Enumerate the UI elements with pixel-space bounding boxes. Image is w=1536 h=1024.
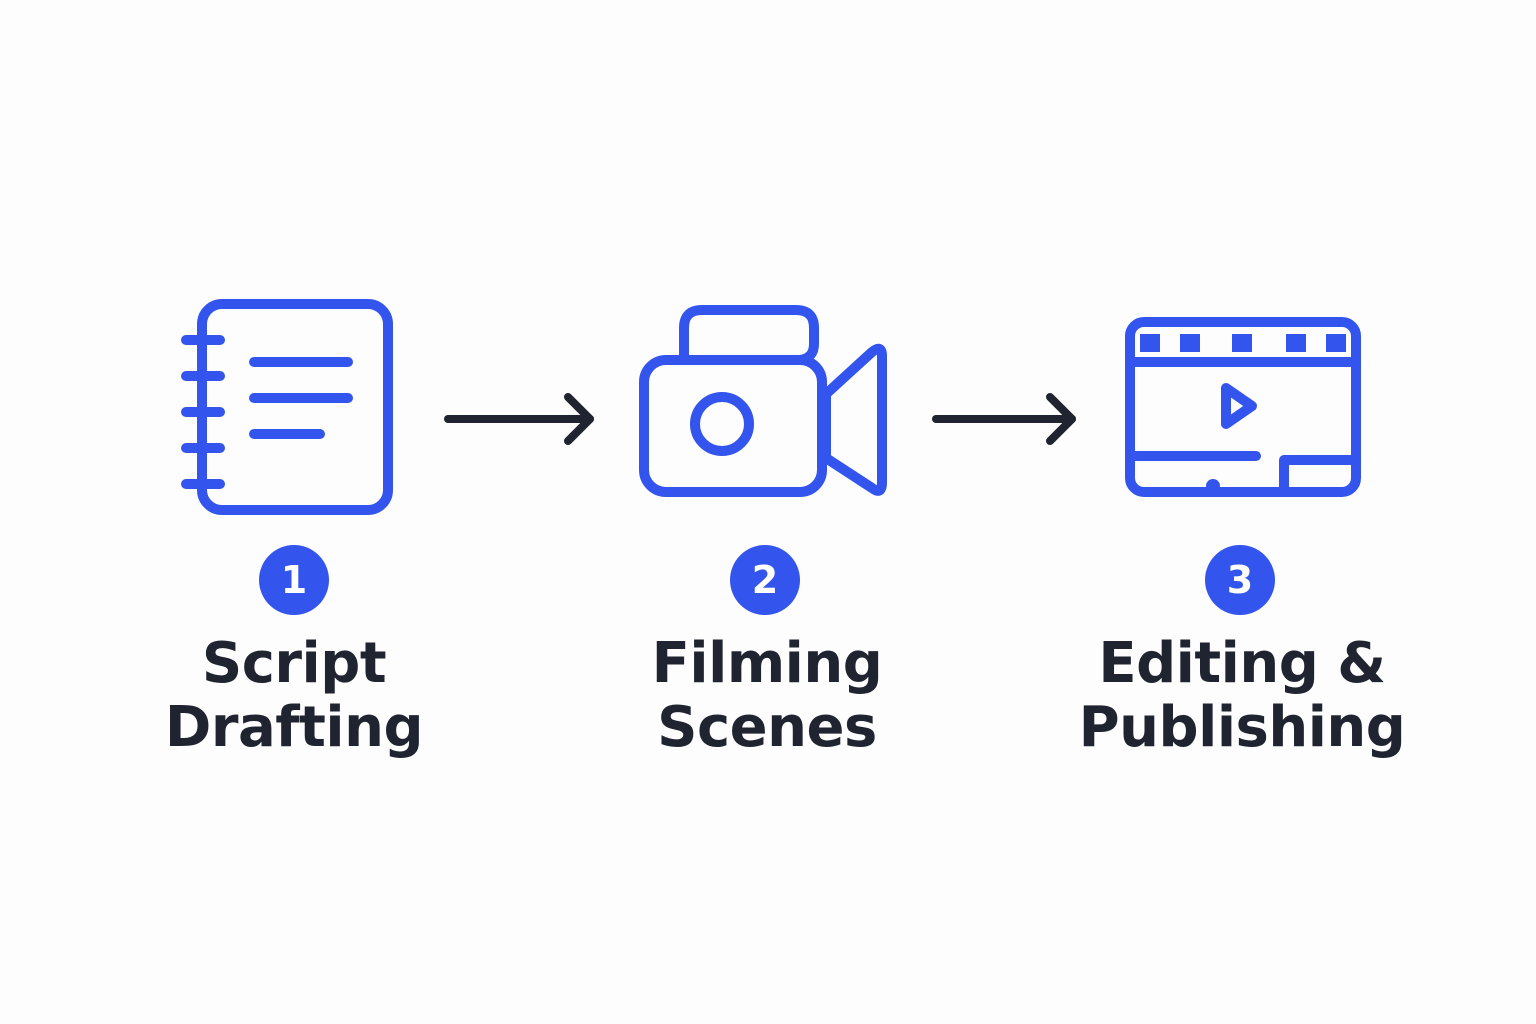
step-label-filming-scenes: Filming Scenes	[587, 632, 947, 760]
step-label-line: Publishing	[1078, 695, 1406, 760]
notebook-icon	[181, 299, 393, 515]
step-label-line: Script	[201, 631, 387, 696]
step-number-badge: 1	[259, 545, 329, 615]
video-camera-icon	[639, 305, 887, 497]
step-label-line: Filming	[651, 631, 883, 696]
arrow-right-icon	[932, 393, 1076, 445]
step-number-badge: 3	[1205, 545, 1275, 615]
step-label-line: Scenes	[657, 695, 877, 760]
step-label-editing-publishing: Editing & Publishing	[1062, 632, 1422, 760]
arrow-right-icon	[444, 393, 594, 445]
step-label-line: Drafting	[164, 695, 424, 760]
step-number-badge: 2	[730, 545, 800, 615]
step-label-line: Editing &	[1098, 631, 1386, 696]
step-label-script-drafting: Script Drafting	[114, 632, 474, 760]
video-player-icon	[1125, 317, 1361, 497]
